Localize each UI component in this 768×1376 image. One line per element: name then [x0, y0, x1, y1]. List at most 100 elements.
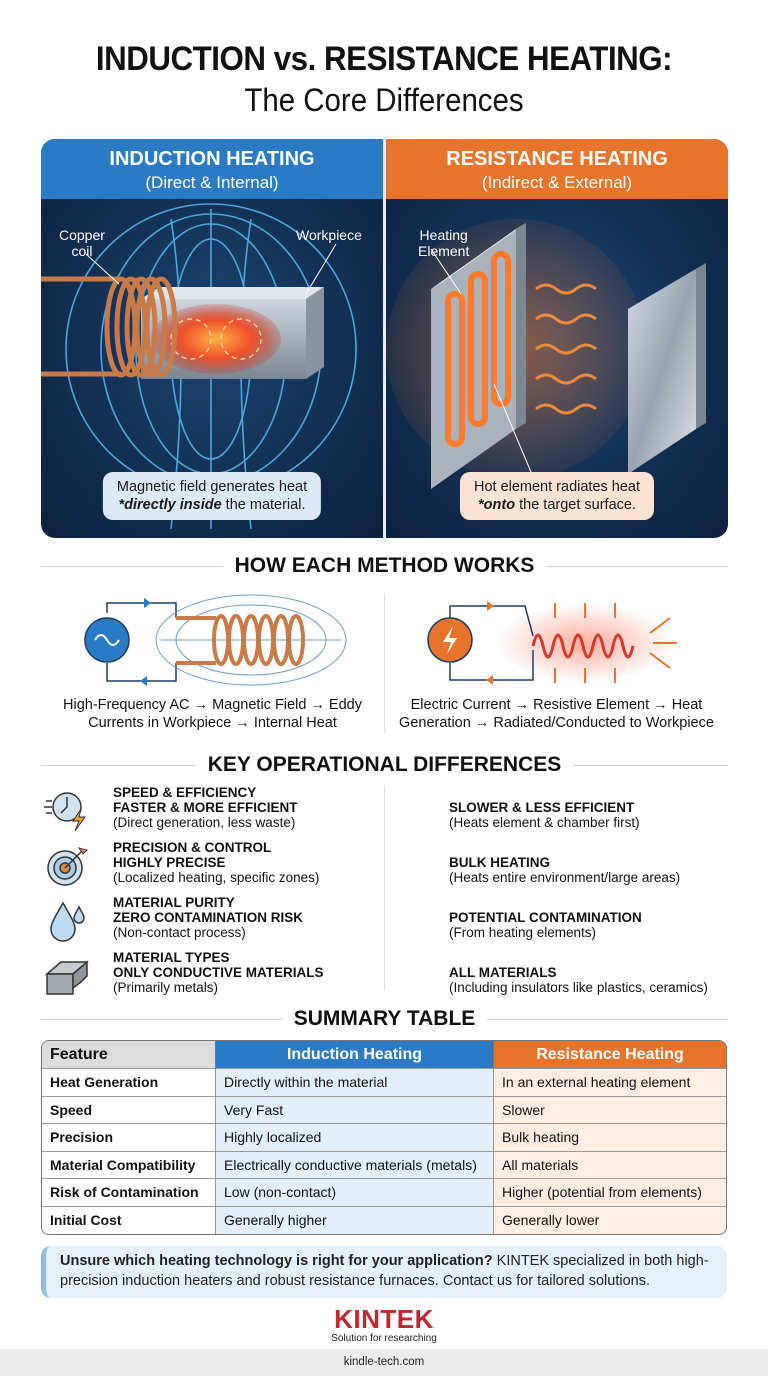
resistance-process-caption: Electric Current → Resistive Element → H…	[385, 696, 728, 732]
how-section: High-Frequency AC → Magnetic Field → Edd…	[41, 588, 728, 738]
resistance-cell: Higher (potential from elements)	[493, 1179, 726, 1207]
metal-block-icon	[44, 960, 90, 995]
induction-process-caption: High-Frequency AC → Magnetic Field → Edd…	[41, 696, 384, 732]
summary-section-header: SUMMARY TABLE	[41, 1007, 729, 1031]
cta-question: Unsure which heating technology is right…	[60, 1253, 493, 1269]
induction-callout-line2: *directly inside the material.	[117, 496, 307, 514]
difference-category: MATERIAL TYPES	[113, 950, 230, 965]
summary-section-title: SUMMARY TABLE	[293, 1007, 476, 1030]
differences-section: SPEED & EFFICIENCY FASTER & MORE EFFICIE…	[41, 780, 728, 995]
induction-note: (Direct generation, less waste)	[113, 815, 296, 830]
induction-circuit-diagram	[84, 594, 347, 686]
feature-cell: Heat Generation	[42, 1069, 215, 1097]
induction-head: ZERO CONTAMINATION RISK	[113, 910, 303, 925]
header-induction: Induction Heating	[215, 1041, 493, 1069]
resistance-panel-title: RESISTANCE HEATING	[446, 148, 668, 170]
induction-callout: Magnetic field generates heat *directly …	[102, 472, 322, 520]
induction-cell: Generally higher	[215, 1206, 493, 1234]
resistance-callout-line2: *onto the target surface.	[474, 496, 640, 514]
resistance-cell: All materials	[493, 1151, 726, 1179]
resistance-note: (Heats entire environment/large areas)	[449, 870, 681, 885]
heating-element-label-line1: Heating	[419, 227, 468, 243]
difference-row: MATERIAL TYPES ONLY CONDUCTIVE MATERIALS…	[41, 950, 728, 1004]
resistance-note: (Including insulators like plastics, cer…	[449, 980, 708, 995]
induction-callout-line1: Magnetic field generates heat	[116, 479, 308, 495]
induction-caption-line1: High-Frequency AC → Magnetic Field → Edd…	[63, 697, 362, 713]
brand-block: KINTEK Solution for researching	[0, 1306, 768, 1344]
induction-head: ONLY CONDUCTIVE MATERIALS	[113, 965, 324, 980]
induction-note: (Localized heating, specific zones)	[113, 870, 320, 885]
resistance-head: ALL MATERIALS	[449, 965, 557, 980]
differences-section-title: KEY OPERATIONAL DIFFERENCES	[207, 753, 562, 776]
resistance-head: POTENTIAL CONTAMINATION	[449, 910, 642, 925]
difference-category: MATERIAL PURITY	[113, 895, 235, 910]
page-subtitle: The Core Differences	[244, 82, 524, 118]
target-arrow-icon	[47, 847, 88, 886]
header-resistance: Resistance Heating	[493, 1041, 726, 1069]
types-resistance: ALL MATERIALS (Including insulators like…	[449, 965, 708, 995]
divider	[546, 565, 729, 567]
water-drops-icon	[50, 901, 85, 942]
induction-callout-rest: the material.	[221, 497, 306, 513]
resistance-panel-subtitle: (Indirect & External)	[481, 173, 633, 192]
difference-row: PRECISION & CONTROL HIGHLY PRECISE (Loca…	[41, 840, 728, 894]
divider	[41, 565, 223, 567]
purity-resistance: POTENTIAL CONTAMINATION (From heating el…	[449, 910, 642, 940]
footer: kindle-tech.com	[0, 1349, 768, 1376]
induction-panel-header: INDUCTION HEATING (Direct & Internal)	[41, 139, 383, 199]
table-row: Precision Highly localized Bulk heating	[42, 1124, 726, 1152]
differences-section-header: KEY OPERATIONAL DIFFERENCES	[41, 753, 729, 777]
summary-table: Feature Induction Heating Resistance Hea…	[41, 1040, 727, 1235]
table-row: Initial Cost Generally higher Generally …	[42, 1206, 726, 1234]
table-row: Material Compatibility Electrically cond…	[42, 1151, 726, 1179]
heating-element-label: Heating Element	[418, 227, 469, 259]
table-row: Risk of Contamination Low (non-contact) …	[42, 1179, 726, 1207]
types-induction: MATERIAL TYPES ONLY CONDUCTIVE MATERIALS…	[113, 950, 324, 995]
feature-cell: Initial Cost	[42, 1206, 215, 1234]
resistance-caption-line2: Generation → Radiated/Conducted to Workp…	[399, 715, 714, 731]
resistance-panel: RESISTANCE HEATING (Indirect & External)	[383, 139, 728, 538]
precision-induction: PRECISION & CONTROL HIGHLY PRECISE (Loca…	[113, 840, 319, 885]
resistance-callout-emphasis: *onto	[478, 497, 516, 513]
purity-induction: MATERIAL PURITY ZERO CONTAMINATION RISK …	[113, 895, 303, 940]
divider	[41, 764, 196, 766]
resistance-head: SLOWER & LESS EFFICIENT	[449, 800, 635, 815]
copper-coil-label-line1: Copper	[59, 227, 105, 243]
induction-cell: Low (non-contact)	[215, 1179, 493, 1207]
induction-note: (Non-contact process)	[113, 925, 246, 940]
divider	[487, 1018, 729, 1020]
kintek-logo: KINTEK	[334, 1304, 434, 1334]
comparison-panels: INDUCTION HEATING (Direct & Internal)	[41, 139, 728, 538]
cta-banner: Unsure which heating technology is right…	[41, 1246, 727, 1298]
how-section-title: HOW EACH METHOD WORKS	[234, 554, 535, 577]
induction-panel: INDUCTION HEATING (Direct & Internal)	[41, 139, 383, 538]
table-header-row: Feature Induction Heating Resistance Hea…	[42, 1041, 726, 1069]
vertical-divider	[384, 593, 385, 733]
induction-head: FASTER & MORE EFFICIENT	[113, 800, 298, 815]
resistance-cell: In an external heating element	[493, 1069, 726, 1097]
resistance-callout-rest: the target surface.	[515, 497, 636, 513]
footer-url[interactable]: kindle-tech.com	[343, 1356, 425, 1368]
vertical-divider	[384, 785, 385, 990]
precision-resistance: BULK HEATING (Heats entire environment/l…	[449, 855, 680, 885]
induction-cell: Directly within the material	[215, 1069, 493, 1097]
induction-panel-subtitle: (Direct & Internal)	[145, 173, 279, 192]
induction-cell: Electrically conductive materials (metal…	[215, 1151, 493, 1179]
induction-note: (Primarily metals)	[113, 980, 219, 995]
induction-panel-title: INDUCTION HEATING	[109, 148, 315, 170]
workpiece-label: Workpiece	[296, 227, 362, 243]
resistance-caption-line1: Electric Current → Resistive Element → H…	[410, 697, 703, 713]
divider	[41, 1018, 282, 1020]
speed-resistance: SLOWER & LESS EFFICIENT (Heats element &…	[449, 800, 640, 830]
resistance-circuit-diagram	[427, 601, 677, 685]
resistance-note: (Heats element & chamber first)	[449, 815, 640, 830]
difference-row: SPEED & EFFICIENCY FASTER & MORE EFFICIE…	[41, 785, 728, 839]
difference-category: PRECISION & CONTROL	[113, 840, 272, 855]
resistance-note: (From heating elements)	[449, 925, 597, 940]
induction-callout-emphasis: *directly inside	[118, 497, 222, 513]
clock-lightning-icon	[44, 792, 86, 832]
cta-text: KINTEK specialized in both high-precisio…	[60, 1253, 709, 1289]
resistance-cell: Generally lower	[493, 1206, 726, 1234]
divider	[573, 764, 729, 766]
header-feature: Feature	[42, 1041, 215, 1069]
